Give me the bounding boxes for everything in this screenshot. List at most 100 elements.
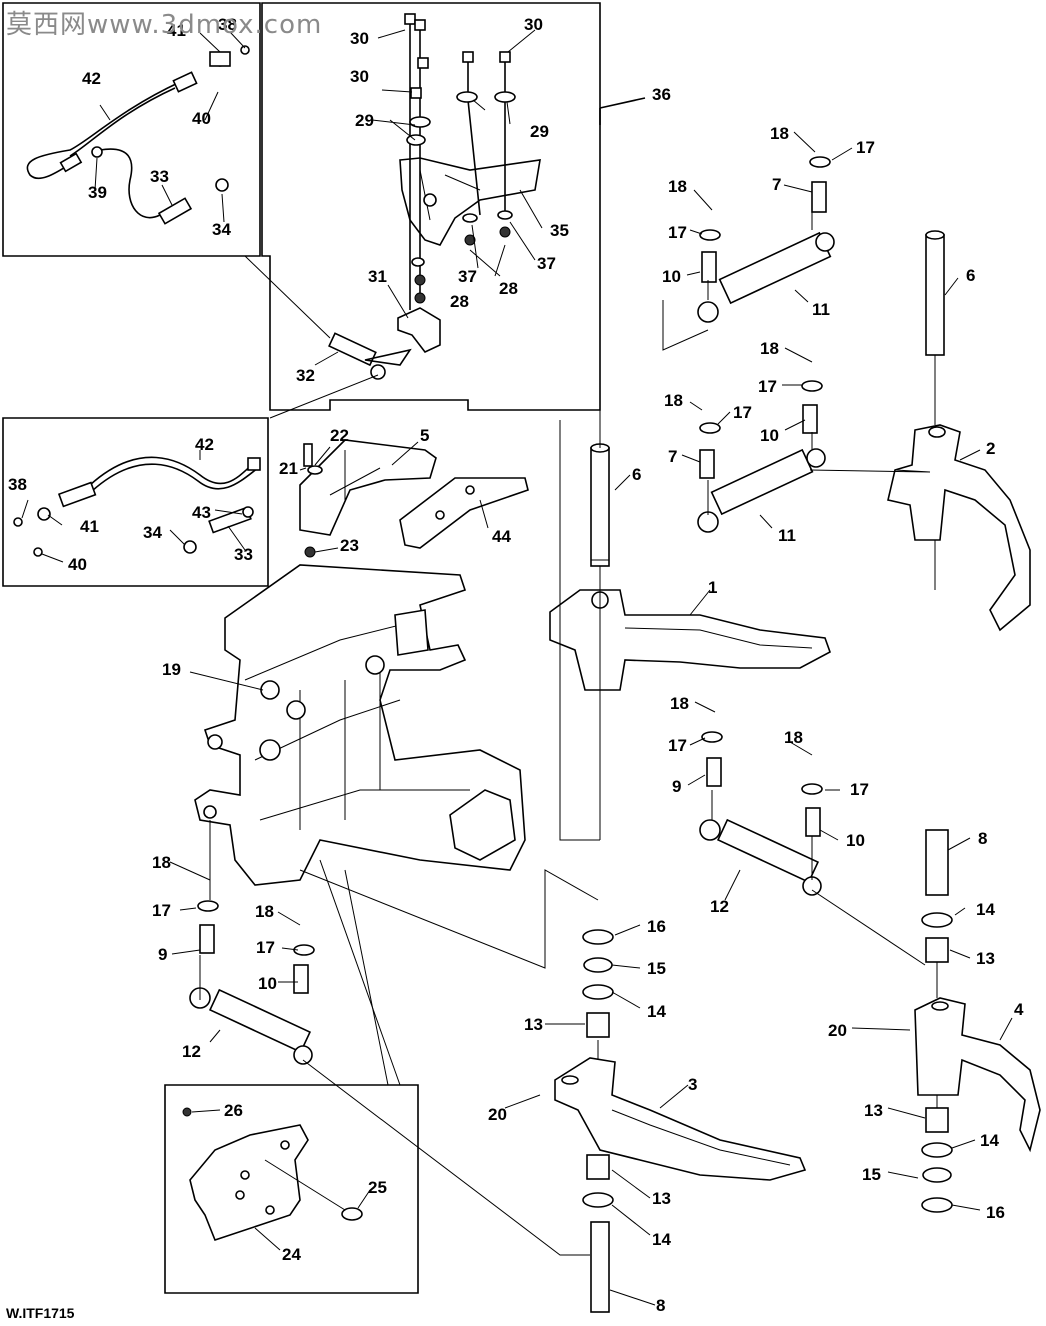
callout-17: 17 <box>668 736 687 755</box>
cylinder-part-11-lower <box>697 380 826 533</box>
callout-17: 17 <box>856 138 875 157</box>
hose-upper-part-42 <box>26 45 250 225</box>
washers-part-29 <box>406 91 516 146</box>
callout-13: 13 <box>976 949 995 968</box>
callout-1: 1 <box>708 578 717 597</box>
callout-17: 17 <box>668 223 687 242</box>
callout-32: 32 <box>296 366 315 385</box>
group-bracket-36 <box>599 97 646 125</box>
callout-17: 17 <box>152 901 171 920</box>
cylinder-part-11-upper <box>697 156 835 323</box>
callout-28: 28 <box>499 279 518 298</box>
callout-16: 16 <box>986 1203 1005 1222</box>
callout-36: 36 <box>652 85 671 104</box>
callout-39: 39 <box>88 183 107 202</box>
tine-arm-part-1 <box>549 589 831 691</box>
bolt-part-25 <box>264 1159 363 1221</box>
inset-box-guard-plate <box>164 1084 419 1294</box>
callout-13: 13 <box>864 1101 883 1120</box>
callout-21: 21 <box>279 459 298 478</box>
callout-35: 35 <box>550 221 569 240</box>
callout-38: 38 <box>8 475 27 494</box>
callout-20: 20 <box>828 1021 847 1040</box>
callout-18: 18 <box>784 728 803 747</box>
callout-6: 6 <box>966 266 975 285</box>
cylinder-part-12-right <box>699 731 823 896</box>
watermark-text: 莫西网www.3dmox.com <box>6 10 323 40</box>
callout-25: 25 <box>368 1178 387 1197</box>
callout-22: 22 <box>330 426 349 445</box>
tine-arm-part-3 <box>554 1057 807 1181</box>
washers-part-37 <box>411 210 513 267</box>
plate-part-44 <box>399 477 529 549</box>
spacer-stack-right <box>921 829 953 1213</box>
tine-arm-part-4 <box>914 997 1041 1153</box>
callout-15: 15 <box>862 1165 881 1184</box>
callout-18: 18 <box>664 391 683 410</box>
callout-18: 18 <box>668 177 687 196</box>
pin-part-6-center <box>590 443 610 567</box>
callout-18: 18 <box>152 853 171 872</box>
callout-15: 15 <box>647 959 666 978</box>
pin-part-6-right <box>925 230 945 356</box>
callout-26: 26 <box>224 1101 243 1120</box>
callout-12: 12 <box>182 1042 201 1061</box>
leader-lines <box>21 29 1013 1306</box>
callout-14: 14 <box>652 1230 671 1249</box>
cylinder-part-32 <box>328 332 412 380</box>
callout-42: 42 <box>82 69 101 88</box>
callout-30: 30 <box>350 29 369 48</box>
callout-34: 34 <box>212 220 231 239</box>
callout-19: 19 <box>162 660 181 679</box>
callout-3: 3 <box>688 1075 697 1094</box>
callout-16: 16 <box>647 917 666 936</box>
valve-bracket-part-35 <box>399 157 541 246</box>
callout-13: 13 <box>652 1189 671 1208</box>
callout-7: 7 <box>668 447 677 466</box>
callout-4: 4 <box>1014 1000 1024 1019</box>
callout-11: 11 <box>812 300 830 319</box>
callout-7: 7 <box>772 175 781 194</box>
callout-10: 10 <box>258 974 277 993</box>
callout-30: 30 <box>350 67 369 86</box>
callout-18: 18 <box>255 902 274 921</box>
callout-10: 10 <box>760 426 779 445</box>
callout-17: 17 <box>850 780 869 799</box>
callout-41: 41 <box>167 21 186 40</box>
callout-10: 10 <box>846 831 865 850</box>
callout-labels: 41 38 42 40 39 33 34 30 30 30 29 29 36 3… <box>8 15 1024 1315</box>
callout-17: 17 <box>733 403 752 422</box>
callout-20: 20 <box>488 1105 507 1124</box>
callout-37: 37 <box>458 267 477 286</box>
callout-2: 2 <box>986 439 995 458</box>
callout-17: 17 <box>256 938 275 957</box>
callout-14: 14 <box>647 1002 666 1021</box>
callout-34: 34 <box>143 523 162 542</box>
callout-40: 40 <box>68 555 87 574</box>
callout-8: 8 <box>978 829 987 848</box>
callout-18: 18 <box>760 339 779 358</box>
callout-12: 12 <box>710 897 729 916</box>
spacer-stack-center <box>582 929 614 1313</box>
callout-9: 9 <box>158 945 167 964</box>
nut-part-26 <box>182 1107 192 1117</box>
callout-17: 17 <box>758 377 777 396</box>
callout-38: 38 <box>218 15 237 34</box>
hose-lower-part-42 <box>13 456 261 557</box>
inset-box-valve-group <box>261 2 601 411</box>
callout-10: 10 <box>662 267 681 286</box>
callout-30: 30 <box>524 15 543 34</box>
callout-33: 33 <box>150 167 169 186</box>
inset-box-hose-upper <box>2 2 261 257</box>
callout-24: 24 <box>282 1245 301 1264</box>
assembly-lines <box>199 210 938 1256</box>
guard-plate-part-24 <box>189 1124 309 1241</box>
callout-23: 23 <box>340 536 359 555</box>
callout-33: 33 <box>234 545 253 564</box>
inset-box-hose-lower <box>2 417 269 587</box>
callout-42: 42 <box>195 435 214 454</box>
guard-part-5 <box>299 439 437 536</box>
nuts-part-28 <box>414 226 511 304</box>
